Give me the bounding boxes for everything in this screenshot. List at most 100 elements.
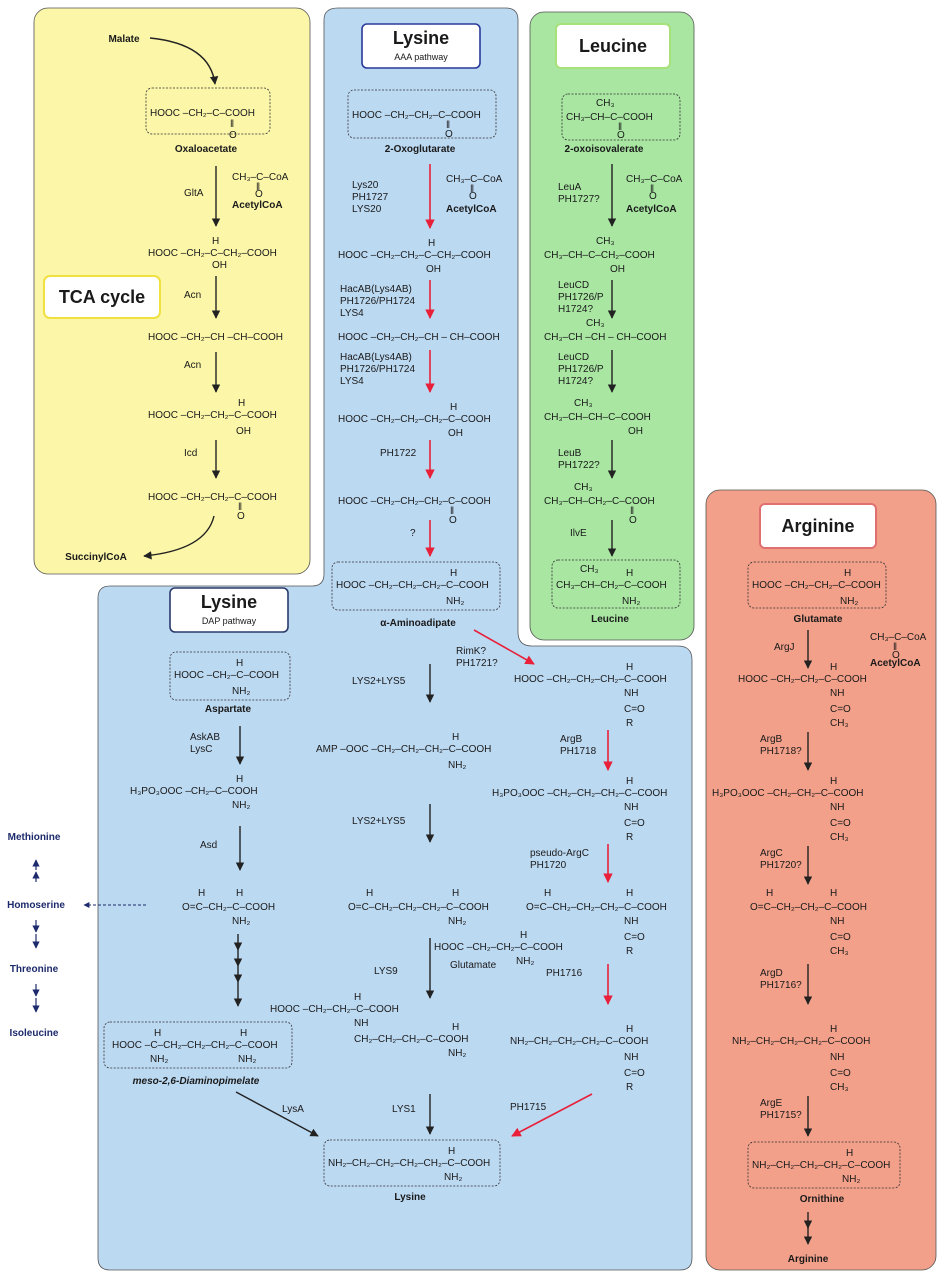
svg-text:NH₂–CH₂–CH₂–CH₂–C–COOH: NH₂–CH₂–CH₂–CH₂–C–COOH bbox=[510, 1036, 648, 1047]
svg-text:R: R bbox=[626, 832, 633, 843]
svg-text:H: H bbox=[626, 888, 633, 899]
svg-text:HOOC –CH₂–CH₂–C–COOH: HOOC –CH₂–CH₂–C–COOH bbox=[752, 580, 881, 591]
svg-text:NH₂: NH₂ bbox=[448, 916, 466, 927]
svg-text:H: H bbox=[830, 662, 837, 673]
svg-text:PH1720?: PH1720? bbox=[760, 860, 802, 871]
dap-label: meso-2,6-Diaminopimelate bbox=[133, 1076, 260, 1087]
svg-text:CH₃–C–CoA: CH₃–C–CoA bbox=[626, 174, 683, 185]
svg-text:ArgC: ArgC bbox=[760, 848, 783, 859]
svg-text:O=C–CH₂–CH₂–CH₂–C–COOH: O=C–CH₂–CH₂–CH₂–C–COOH bbox=[526, 902, 667, 913]
aspartate-label: Aspartate bbox=[205, 704, 252, 715]
svg-text:LeuA: LeuA bbox=[558, 182, 582, 193]
svg-text:NH: NH bbox=[624, 802, 638, 813]
svg-text:O: O bbox=[469, 191, 477, 202]
svg-text:H: H bbox=[830, 1024, 837, 1035]
isoleucine-label: Isoleucine bbox=[10, 1028, 59, 1039]
svg-text:O: O bbox=[255, 189, 263, 200]
svg-text:LeuCD: LeuCD bbox=[558, 352, 589, 363]
succinylcoa-label: SuccinylCoA bbox=[65, 552, 127, 563]
svg-text:PH1727?: PH1727? bbox=[558, 194, 600, 205]
svg-text:H: H bbox=[450, 568, 457, 579]
svg-text:‖: ‖ bbox=[450, 506, 454, 517]
svg-text:H1724?: H1724? bbox=[558, 304, 593, 315]
svg-text:AcetylCoA: AcetylCoA bbox=[446, 204, 497, 215]
svg-text:H: H bbox=[236, 888, 243, 899]
svg-text:O=C–CH₂–CH₂–CH₂–C–COOH: O=C–CH₂–CH₂–CH₂–C–COOH bbox=[348, 902, 489, 913]
svg-text:ArgB: ArgB bbox=[560, 734, 583, 745]
svg-text:LeuB: LeuB bbox=[558, 448, 582, 459]
svg-text:CH₃–C–CoA: CH₃–C–CoA bbox=[232, 172, 289, 183]
svg-text:HOOC –CH₂–C–CH₂–COOH: HOOC –CH₂–C–CH₂–COOH bbox=[148, 248, 277, 259]
svg-text:C=O: C=O bbox=[830, 1068, 851, 1079]
svg-text:H: H bbox=[198, 888, 205, 899]
svg-text:HOOC –CH₂–CH₂–C–COOH: HOOC –CH₂–CH₂–C–COOH bbox=[352, 110, 481, 121]
svg-text:‖: ‖ bbox=[238, 502, 242, 513]
svg-text:ArgJ: ArgJ bbox=[774, 642, 795, 653]
svg-text:H₃PO₃OOC –CH₂–CH₂–C–COOH: H₃PO₃OOC –CH₂–CH₂–C–COOH bbox=[712, 788, 864, 799]
svg-text:PH1726/P: PH1726/P bbox=[558, 292, 604, 303]
svg-text:CH₃–C–CoA: CH₃–C–CoA bbox=[446, 174, 503, 185]
svg-text:H: H bbox=[766, 888, 773, 899]
svg-text:‖: ‖ bbox=[630, 506, 634, 517]
svg-text:PH1722: PH1722 bbox=[380, 448, 417, 459]
svg-text:H: H bbox=[844, 568, 851, 579]
svg-text:LysC: LysC bbox=[190, 744, 212, 755]
svg-text:HOOC –CH₂–C–COOH: HOOC –CH₂–C–COOH bbox=[150, 108, 255, 119]
svg-text:LYS4: LYS4 bbox=[340, 376, 364, 387]
svg-text:H: H bbox=[154, 1028, 161, 1039]
svg-text:H: H bbox=[238, 398, 245, 409]
svg-text:PH1715?: PH1715? bbox=[760, 1110, 802, 1121]
svg-text:NH₂–CH₂–CH₂–CH₂–C–COOH: NH₂–CH₂–CH₂–CH₂–C–COOH bbox=[732, 1036, 870, 1047]
svg-text:RimK?: RimK? bbox=[456, 646, 486, 657]
svg-text:pseudo-ArgC: pseudo-ArgC bbox=[530, 848, 589, 859]
svg-text:CH₃: CH₃ bbox=[574, 398, 593, 409]
svg-text:H₃PO₃OOC –CH₂–C–COOH: H₃PO₃OOC –CH₂–C–COOH bbox=[130, 786, 258, 797]
svg-text:H: H bbox=[846, 1148, 853, 1159]
lysine-dap-title: Lysine DAP pathway bbox=[169, 587, 289, 633]
svg-text:LYS1: LYS1 bbox=[392, 1104, 416, 1115]
svg-text:HOOC –CH₂–CH₂–CH – CH–COOH: HOOC –CH₂–CH₂–CH – CH–COOH bbox=[338, 332, 500, 343]
svg-text:OH: OH bbox=[212, 260, 227, 271]
svg-text:H: H bbox=[626, 662, 633, 673]
svg-text:?: ? bbox=[410, 528, 416, 539]
svg-text:NH₂: NH₂ bbox=[622, 596, 640, 607]
arginine-panel bbox=[705, 489, 937, 1271]
svg-text:O: O bbox=[892, 650, 900, 661]
malate-label: Malate bbox=[108, 34, 140, 45]
svg-text:H: H bbox=[830, 888, 837, 899]
svg-text:C=O: C=O bbox=[624, 1068, 645, 1079]
oxoisovalerate-label: 2-oxoisovalerate bbox=[565, 144, 644, 155]
lysine-aaa-title: Lysine AAA pathway bbox=[361, 23, 481, 69]
svg-text:LysA: LysA bbox=[282, 1104, 304, 1115]
svg-text:H: H bbox=[544, 888, 551, 899]
svg-text:NH: NH bbox=[830, 688, 844, 699]
svg-text:CH₃: CH₃ bbox=[830, 832, 849, 843]
svg-text:AcetylCoA: AcetylCoA bbox=[626, 204, 677, 215]
svg-text:AcetylCoA: AcetylCoA bbox=[232, 200, 283, 211]
svg-text:PH1716?: PH1716? bbox=[760, 980, 802, 991]
svg-text:H₃PO₃OOC –CH₂–CH₂–CH₂–C–COOH: H₃PO₃OOC –CH₂–CH₂–CH₂–C–COOH bbox=[492, 788, 667, 799]
svg-text:H: H bbox=[450, 402, 457, 413]
svg-text:Leucine: Leucine bbox=[579, 36, 647, 56]
svg-text:LYS2+LYS5: LYS2+LYS5 bbox=[352, 676, 406, 687]
svg-text:AcetylCoA: AcetylCoA bbox=[870, 658, 921, 669]
svg-text:NH: NH bbox=[830, 1052, 844, 1063]
svg-text:H: H bbox=[452, 732, 459, 743]
svg-text:CH₃–CH–CH₂–C–COOH: CH₃–CH–CH₂–C–COOH bbox=[556, 580, 667, 591]
svg-text:PH1726/PH1724: PH1726/PH1724 bbox=[340, 296, 415, 307]
svg-text:C=O: C=O bbox=[624, 932, 645, 943]
svg-text:CH₃: CH₃ bbox=[596, 236, 615, 247]
svg-text:H: H bbox=[236, 658, 243, 669]
svg-text:‖: ‖ bbox=[446, 120, 450, 131]
svg-text:CH₃: CH₃ bbox=[830, 946, 849, 957]
svg-text:CH₃: CH₃ bbox=[586, 318, 605, 329]
svg-text:PH1727: PH1727 bbox=[352, 192, 389, 203]
svg-text:PH1726/P: PH1726/P bbox=[558, 364, 604, 375]
svg-text:HOOC –CH₂–C–COOH: HOOC –CH₂–C–COOH bbox=[174, 670, 279, 681]
oxaloacetate-label: Oxaloacetate bbox=[175, 144, 238, 155]
arginine-label: Arginine bbox=[788, 1254, 829, 1265]
svg-text:AskAB: AskAB bbox=[190, 732, 220, 743]
svg-text:HOOC –CH₂–CH₂–CH₂–C–COOH: HOOC –CH₂–CH₂–CH₂–C–COOH bbox=[336, 580, 489, 591]
ornithine-label: Ornithine bbox=[800, 1194, 845, 1205]
svg-text:H: H bbox=[448, 1146, 455, 1157]
